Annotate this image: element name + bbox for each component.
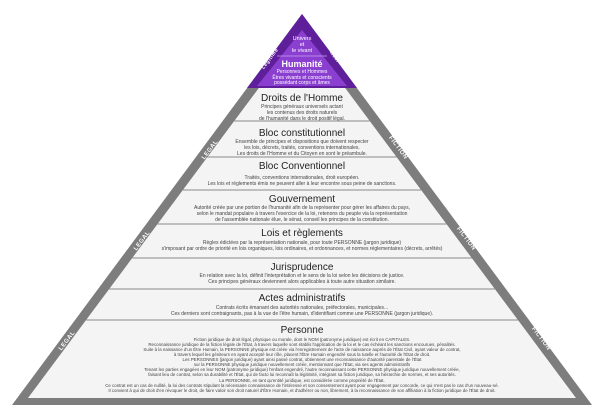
band-title-actes-administratifs: Actes administratifs bbox=[258, 293, 346, 304]
humanite-desc: Personnes et Hommes Êtres vivants et con… bbox=[0, 69, 604, 87]
band-desc-jurisprudence: En relation avec la loi, définit l'inter… bbox=[0, 273, 604, 286]
band-line: s'imposant par ordre de priorité en lois… bbox=[161, 245, 443, 252]
band-desc-droits-homme: Principes généraux universels actant les… bbox=[0, 104, 604, 122]
humanite-line: Personnes et Hommes bbox=[276, 69, 328, 75]
band-line: Ces principes généraux deviennent alors … bbox=[208, 278, 396, 285]
band-line: selon le mandat populaire à travers l'ex… bbox=[196, 210, 408, 217]
band-line: Les PERSONNES (jargon juridique) ayant a… bbox=[182, 357, 422, 363]
band-line: Ce contrat est un cas de nullité, la loi… bbox=[105, 382, 499, 388]
band-line: Suite à la naissance d'un Être Humain, l… bbox=[143, 347, 461, 353]
humanite-line: possédant corps et âmes bbox=[274, 80, 330, 86]
band-desc-bloc-conventionnel: Traités, conventions internationales, dr… bbox=[0, 175, 604, 188]
apex-line: le vivant bbox=[291, 48, 313, 55]
band-line: Reconnaissance juridique de la fiction l… bbox=[148, 342, 456, 348]
band-title-bloc-constitutionnel: Bloc constitutionnel bbox=[258, 128, 346, 139]
apex-inner bbox=[257, 30, 347, 86]
band-line: Les droits de l'Homme et du Citoyen en s… bbox=[237, 150, 367, 157]
band-line: Les lois et règlements émis ne peuvent a… bbox=[207, 180, 397, 187]
band-line: Autorité créée par une portion de l'huma… bbox=[194, 205, 410, 211]
band-line: Il convient à qui de droit d'en révoquer… bbox=[108, 387, 496, 393]
band-line: faisant lieu de contrat, selon sa durabi… bbox=[148, 372, 456, 378]
band-line: Fiction juridique de droit légal, physiq… bbox=[193, 337, 411, 342]
band-line: les contenus des droits naturels bbox=[266, 109, 338, 116]
band-desc-gouvernement: Autorité créée par une portion de l'huma… bbox=[0, 205, 604, 223]
band-line: Tenant les parties engagées en leur NOM … bbox=[144, 367, 460, 373]
band-line: les lois, décrets, traités, conventions … bbox=[244, 144, 360, 151]
humanite-title: Humanité bbox=[281, 59, 323, 69]
band-title-bloc-conventionnel: Bloc Conventionnel bbox=[258, 161, 346, 172]
apex-line: Univers bbox=[292, 36, 312, 42]
band-title-gouvernement: Gouvernement bbox=[268, 194, 336, 205]
band-desc-lois-reglements: Règles édictées par la représentation na… bbox=[0, 240, 604, 253]
apex-line: et bbox=[299, 42, 305, 49]
band-line: Principes généraux universels actant bbox=[261, 104, 343, 110]
band-line: La PERSONNE, en tant qu'entité juridique… bbox=[219, 377, 385, 383]
band-desc-bloc-constitutionnel: Ensemble de principes et dispositions qu… bbox=[0, 139, 604, 157]
band-title-droits-homme: Droits de l'Homme bbox=[261, 93, 343, 104]
band-line: Ensemble de principes et dispositions qu… bbox=[235, 139, 369, 145]
band-title-personne: Personne bbox=[280, 325, 324, 336]
band-line: de l'humanité dans le droit positif léga… bbox=[258, 115, 345, 122]
band-title-lois-reglements: Lois et règlements bbox=[261, 228, 343, 239]
band-line: En relation avec la loi, définit l'inter… bbox=[199, 273, 405, 279]
apex-univers: Univers et le vivant bbox=[0, 36, 604, 54]
band-line: de l'assemblée nationale élue, le sénat,… bbox=[215, 216, 389, 223]
band-line: Ces derniers sont contraignants, pas à l… bbox=[170, 310, 434, 317]
band-title-jurisprudence: Jurisprudence bbox=[270, 262, 334, 273]
band-desc-personne: Fiction juridique de droit légal, physiq… bbox=[0, 337, 604, 393]
band-line: à travers lequel les géniteurs en ayant … bbox=[173, 352, 431, 358]
band-line: Contrats écrits émanant des autorités na… bbox=[215, 305, 389, 311]
pyramid-body bbox=[28, 30, 576, 398]
band-line: sur la PERSONNE physique juridique nouve… bbox=[193, 362, 411, 368]
band-desc-actes-administratifs: Contrats écrits émanant des autorités na… bbox=[0, 305, 604, 318]
band-line: Règles édictées par la représentation na… bbox=[202, 240, 402, 246]
humanite-line: Êtres vivants et conscients bbox=[272, 74, 332, 81]
band-line: Traités, conventions internationales, dr… bbox=[244, 175, 360, 181]
